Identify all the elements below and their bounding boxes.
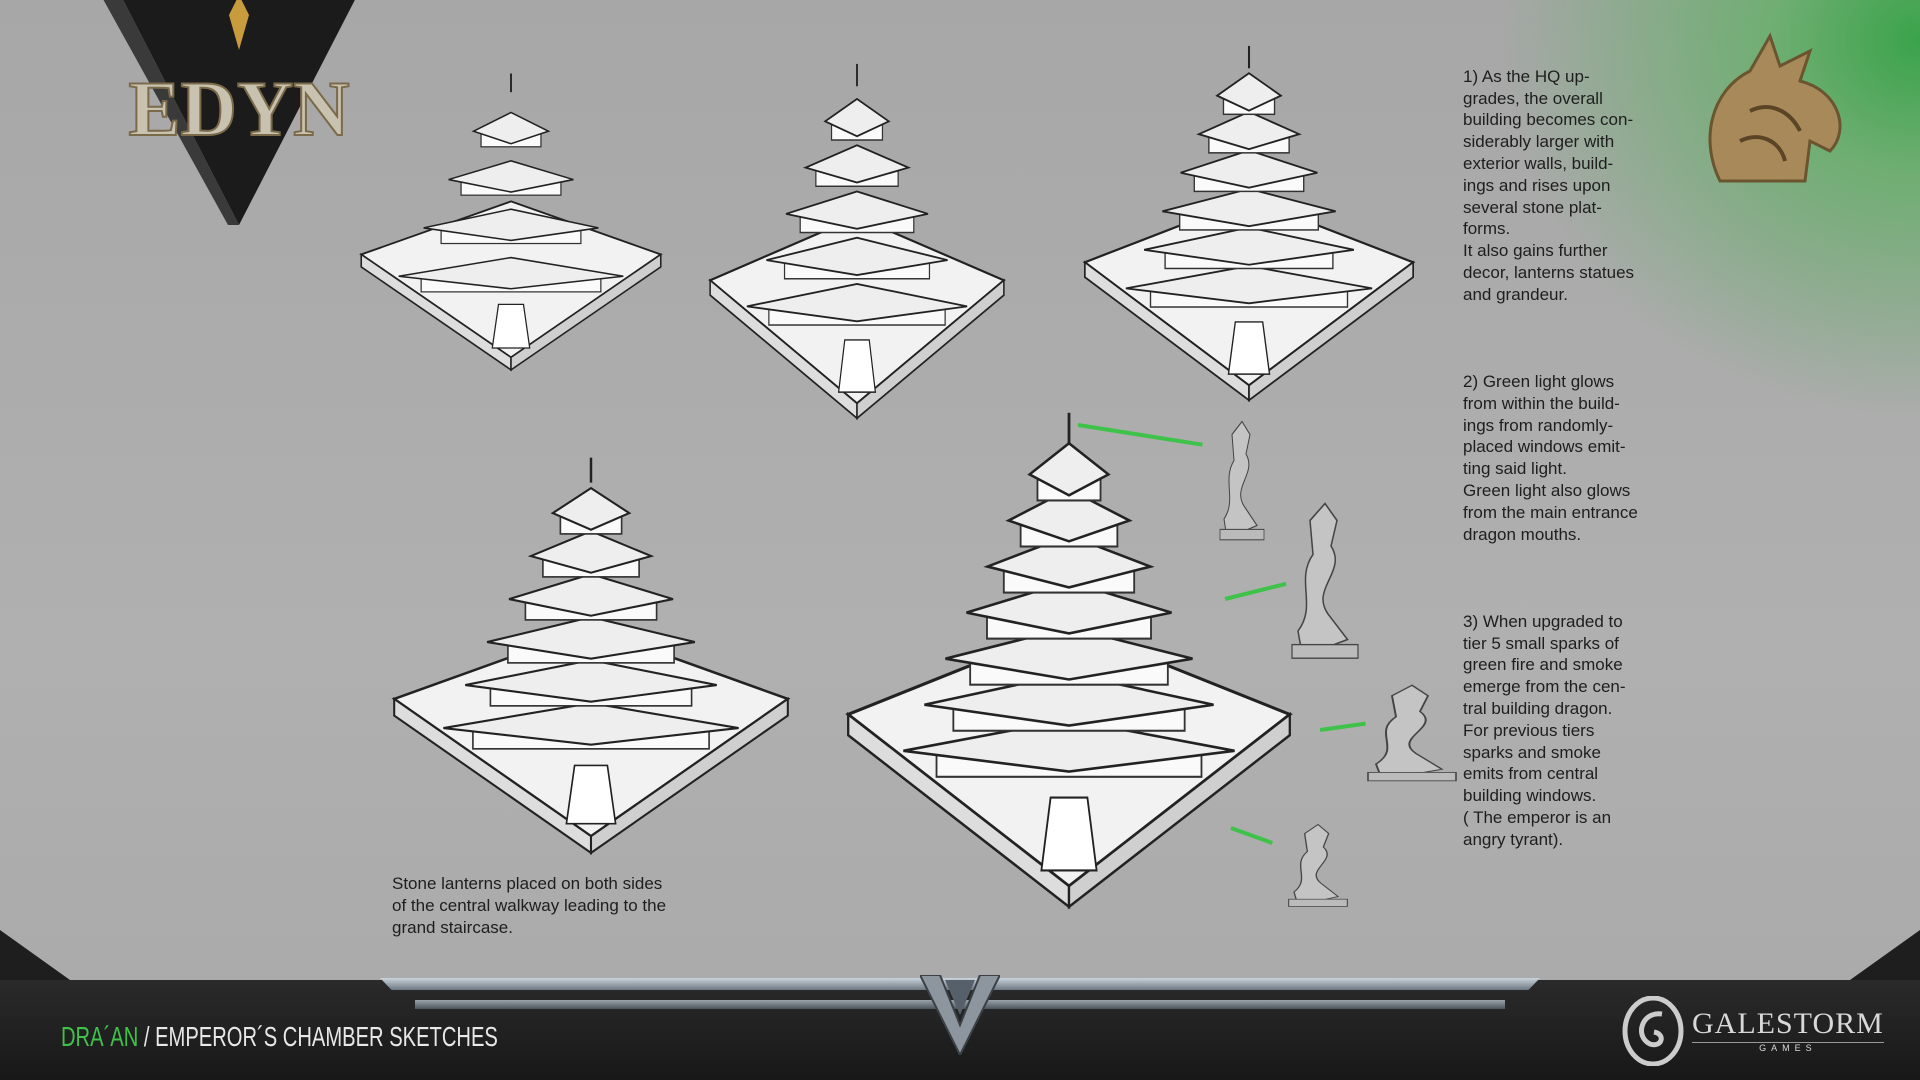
caption-line: Stone lanterns placed on both sides (392, 874, 663, 893)
metal-crest-icon (920, 975, 1000, 1055)
palace-sketch-4 (391, 457, 791, 855)
faction-name: DRA´AN (61, 1021, 139, 1052)
company-name: GALESTORM (1692, 1007, 1884, 1040)
note-1: 1) As the HQ up- grades, the overall bui… (1463, 66, 1635, 304)
dragon-statue-sketch (1352, 680, 1472, 785)
sheet-title: EMPEROR´S CHAMBER SKETCHES (155, 1021, 498, 1052)
palace-sketch-5 (845, 412, 1293, 910)
lantern-caption: Stone lanterns placed on both sides of t… (392, 873, 712, 938)
company-sub: GAMES (1692, 1042, 1884, 1053)
caption-line: grand staircase. (392, 917, 513, 937)
dragon-statue-sketch (1280, 495, 1370, 665)
frame-corner-right (1850, 930, 1920, 990)
frame-corner-left (0, 930, 70, 990)
galestorm-swirl-icon (1622, 996, 1684, 1066)
dragon-statue-sketch (1212, 415, 1272, 545)
dragon-emblem-icon (1708, 32, 1842, 183)
page-title: DRA´AN / EMPEROR´S CHAMBER SKETCHES (61, 1021, 498, 1053)
caption-line: of the central walkway leading to the (392, 895, 667, 915)
palace-sketch-3 (1082, 45, 1416, 403)
note-3: 3) When upgraded to tier 5 small sparks … (1463, 611, 1626, 849)
galestorm-logo: GALESTORM GAMES (1622, 996, 1884, 1066)
svg-text:EDYN: EDYN (128, 65, 349, 152)
edyn-logo: EDYN (103, 0, 355, 225)
design-notes: 1) As the HQ up- grades, the overall bui… (1463, 44, 1663, 872)
palace-sketch-1 (359, 73, 663, 372)
note-2: 2) Green light glows from within the bui… (1463, 371, 1638, 544)
dragon-statue-sketch (1278, 820, 1358, 910)
palace-sketch-2 (708, 63, 1006, 421)
title-separator: / (138, 1021, 156, 1052)
